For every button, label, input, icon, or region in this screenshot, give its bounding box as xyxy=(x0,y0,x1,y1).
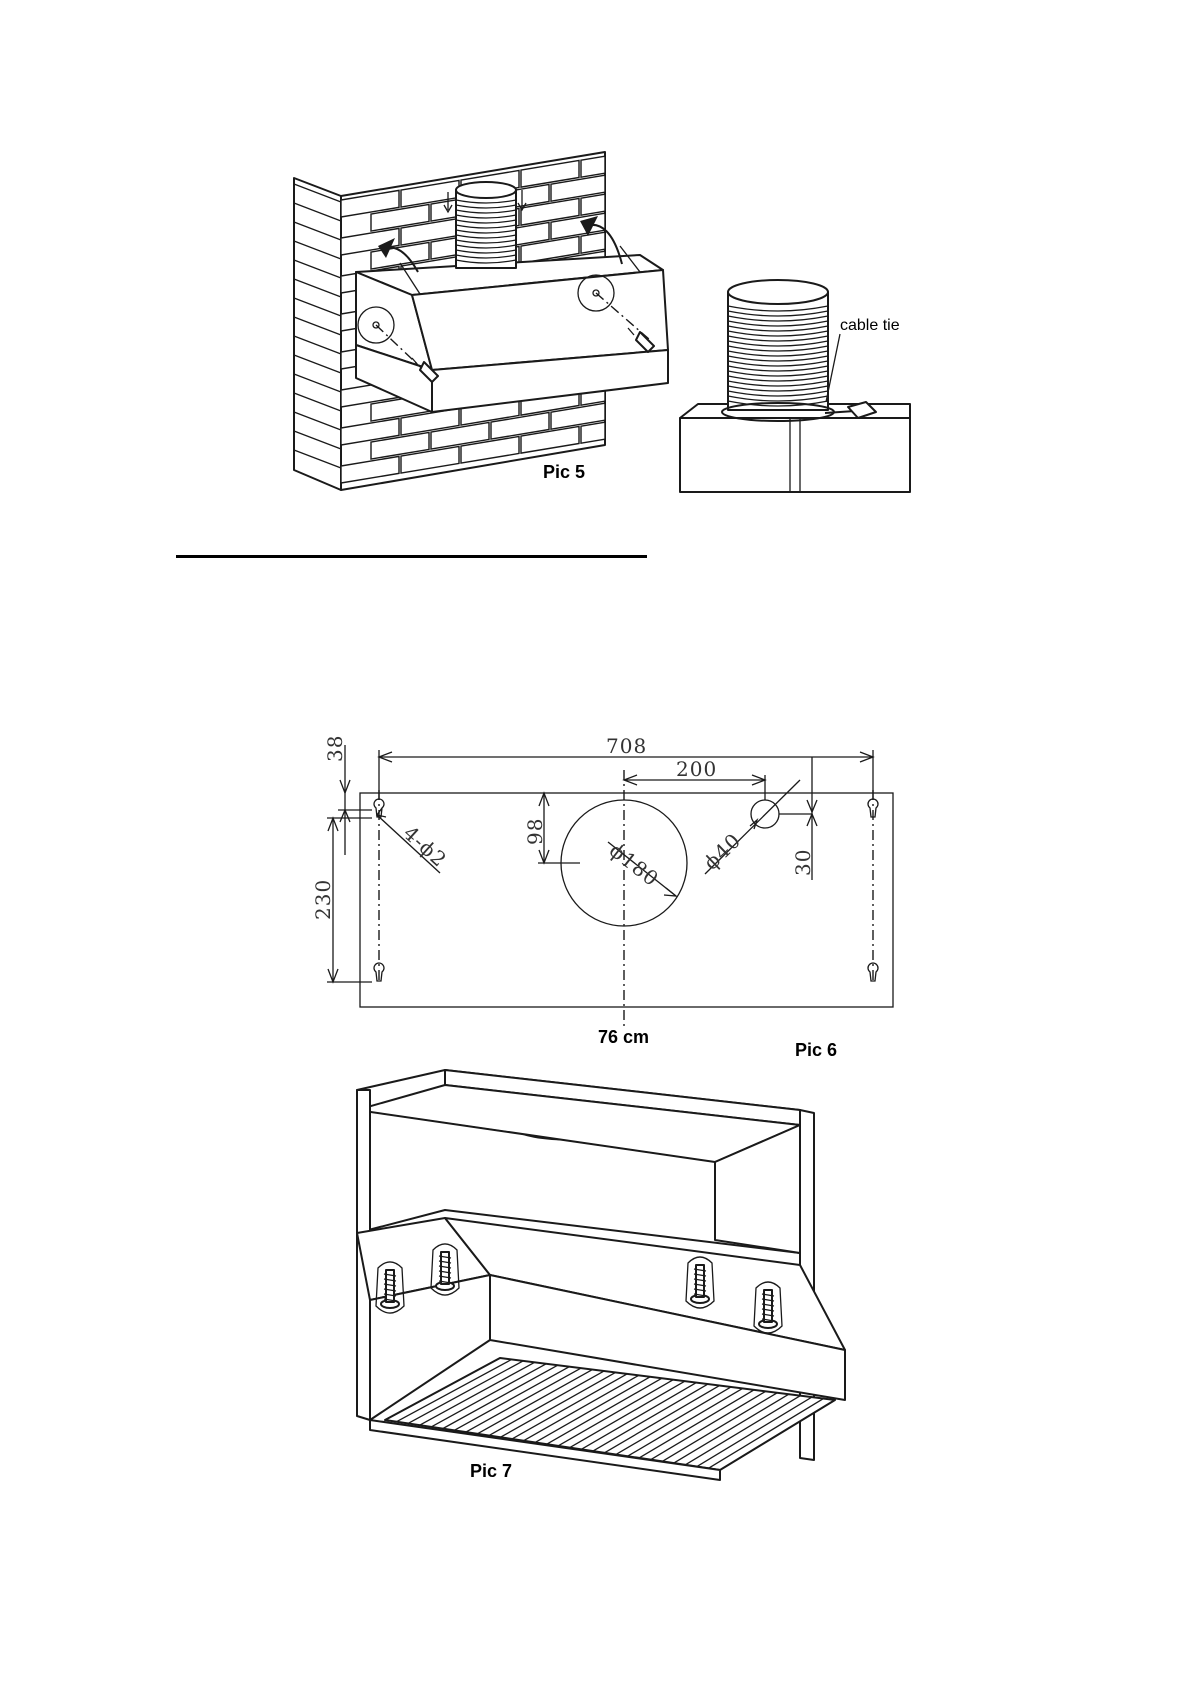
pic7-caption: Pic 7 xyxy=(470,1461,512,1481)
